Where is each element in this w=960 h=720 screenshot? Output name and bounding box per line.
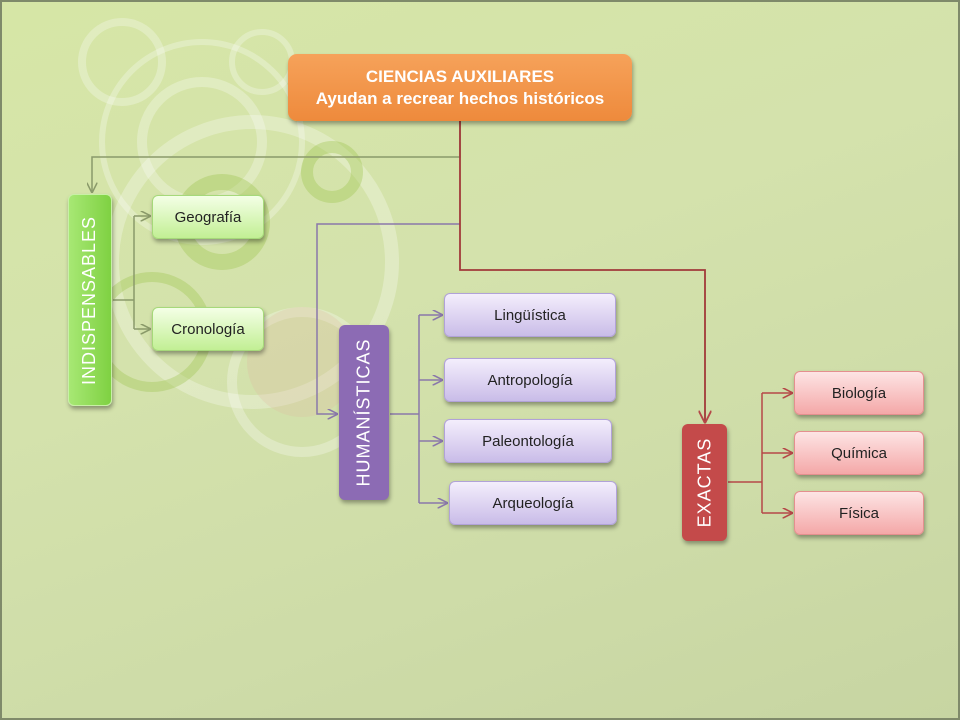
node-cronologia-label: Cronología [171, 320, 245, 338]
category-humanisticas-label: HUMANÍSTICAS [353, 338, 374, 487]
node-geografia: Geografía [152, 195, 264, 239]
node-antropologia-label: Antropología [487, 371, 573, 389]
connector-exactas-spine [728, 393, 763, 513]
node-paleontologia: Paleontología [444, 419, 612, 463]
node-quimica-label: Química [831, 444, 887, 462]
category-humanisticas: HUMANÍSTICAS [339, 325, 389, 500]
node-biologia: Biología [794, 371, 924, 415]
root-subtitle: Ayudan a recrear hechos históricos [315, 88, 605, 108]
node-geografia-label: Geografía [174, 208, 242, 226]
root-node: CIENCIAS AUXILIARES Ayudan a recrear hec… [288, 54, 632, 121]
connector-indispensables-spine [113, 216, 135, 329]
category-exactas: EXACTAS [682, 424, 727, 541]
connector-humanisticas-spine [390, 315, 420, 503]
category-indispensables: INDISPENSABLES [68, 194, 112, 406]
node-cronologia: Cronología [152, 307, 264, 351]
connector-root-exactas [459, 121, 705, 422]
node-paleontologia-label: Paleontología [482, 432, 574, 450]
node-fisica: Física [794, 491, 924, 535]
node-arqueologia: Arqueología [449, 481, 617, 525]
category-exactas-label: EXACTAS [694, 437, 714, 528]
node-linguistica-label: Lingüística [494, 306, 566, 324]
root-title: CIENCIAS AUXILIARES [365, 66, 555, 86]
node-biologia-label: Biología [831, 384, 887, 402]
connector-root-indispensables [92, 121, 461, 192]
node-arqueologia-label: Arqueología [492, 494, 574, 512]
node-fisica-label: Física [838, 504, 879, 522]
category-indispensables-label: INDISPENSABLES [79, 215, 100, 385]
connector-root-humanisticas [316, 223, 460, 414]
node-linguistica: Lingüística [444, 293, 616, 337]
node-antropologia: Antropología [444, 358, 616, 402]
node-quimica: Química [794, 431, 924, 475]
